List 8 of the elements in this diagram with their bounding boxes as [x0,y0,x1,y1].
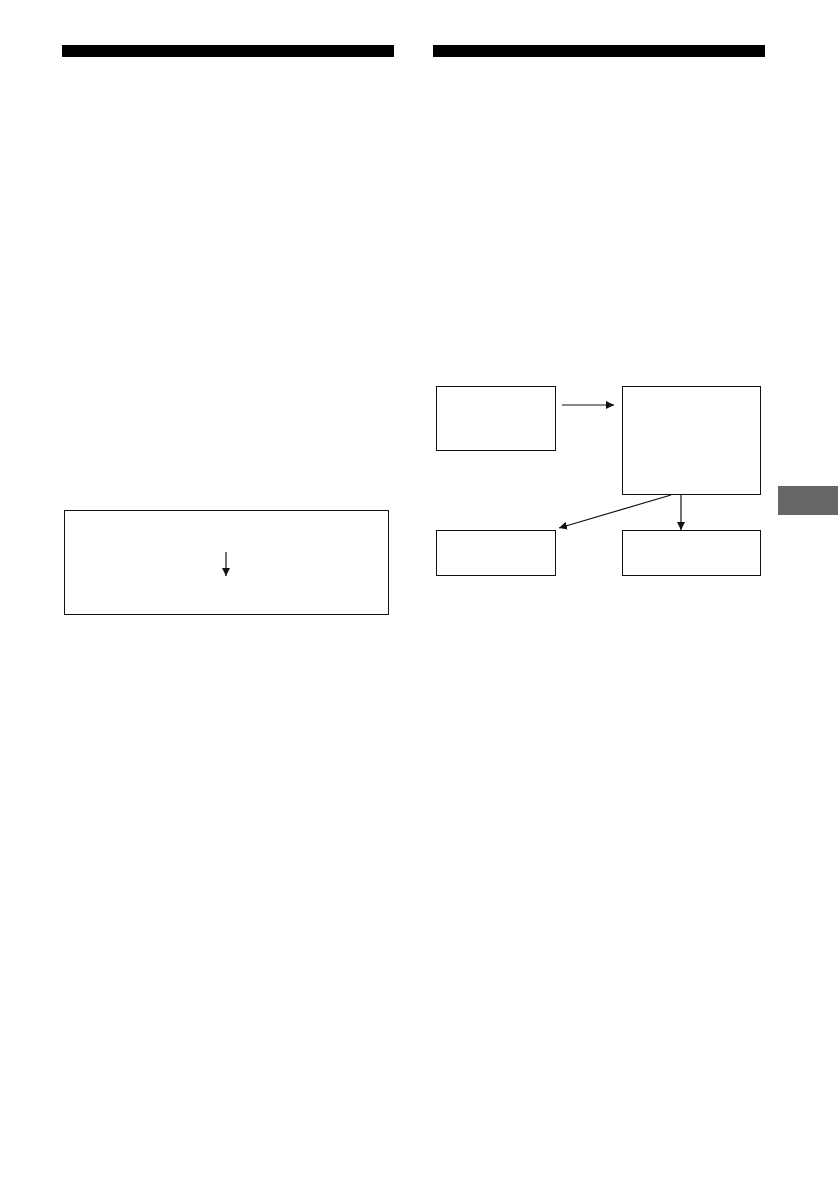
empty-box [64,510,389,615]
arrow [561,401,615,409]
empty-box [622,530,761,576]
empty-box [436,530,556,576]
empty-box [622,386,761,495]
arrow [558,494,672,530]
arrow [677,494,685,531]
empty-box [436,386,556,451]
